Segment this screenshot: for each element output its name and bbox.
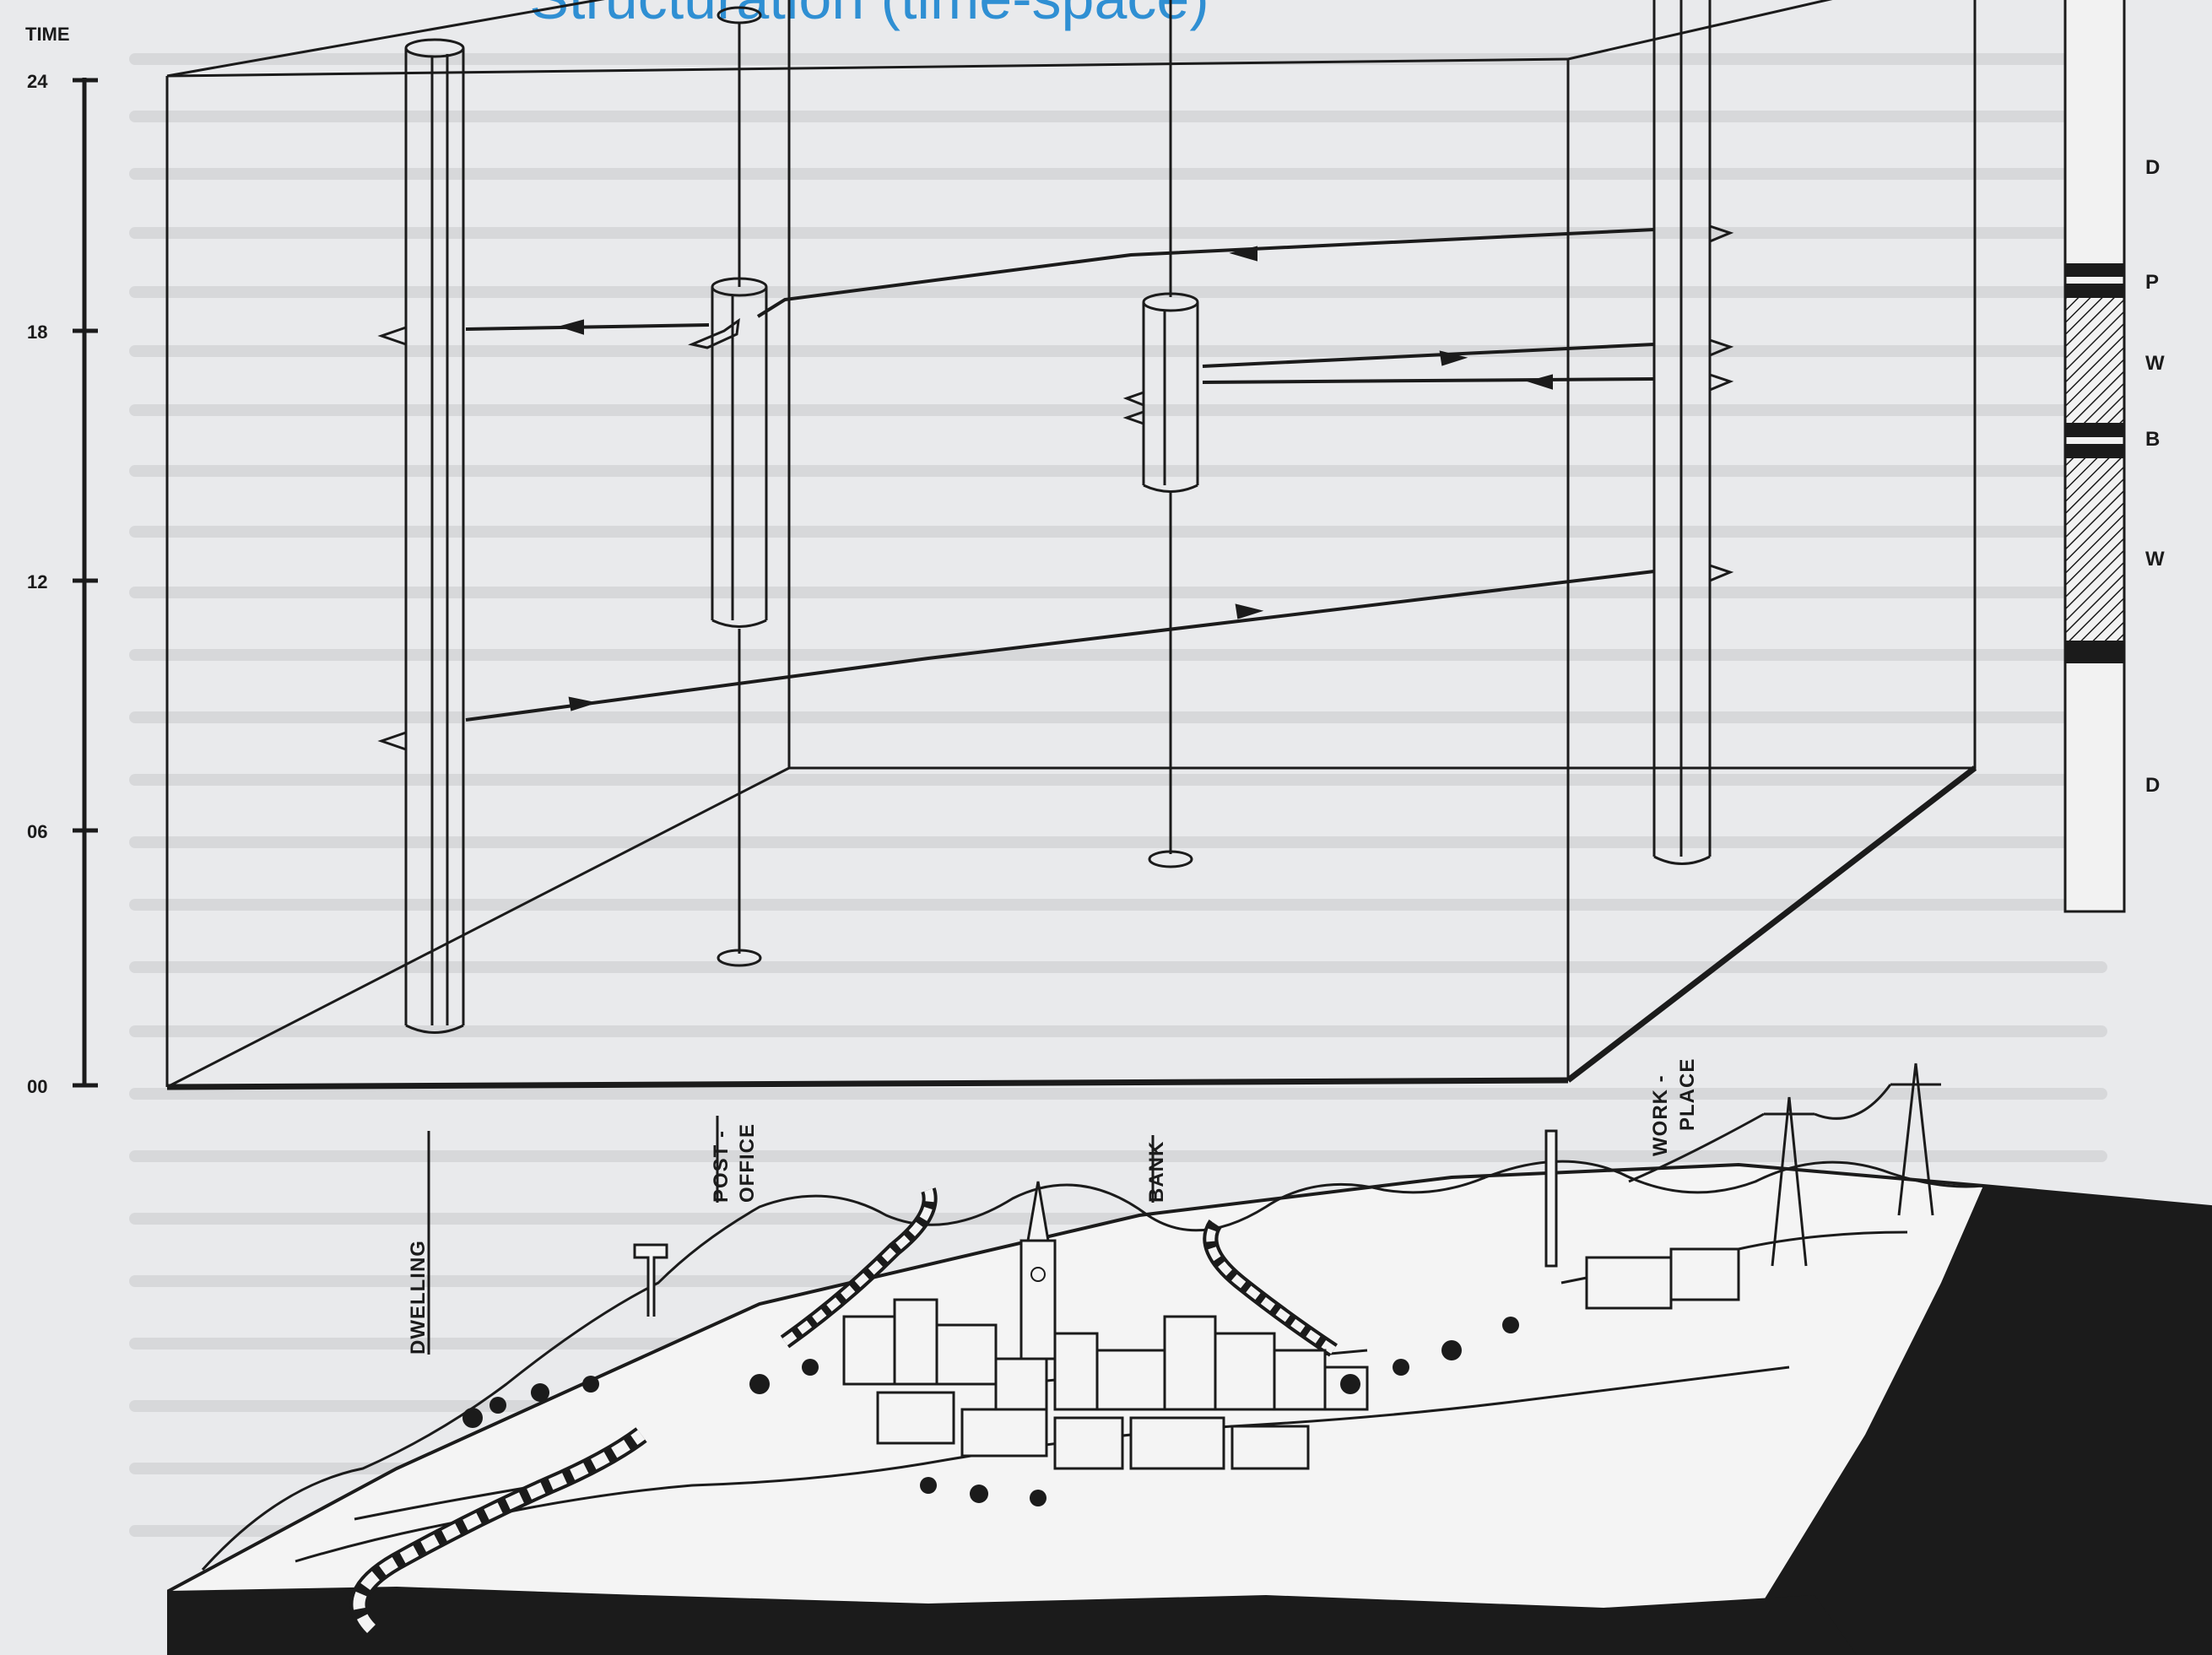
bank-label: BANK xyxy=(1145,1141,1168,1203)
workplace-prism xyxy=(1654,0,1789,864)
time-tick-06: 06 xyxy=(27,821,47,842)
slide-title: Structuration (time-space) xyxy=(529,0,1209,31)
cube-base-edge xyxy=(167,768,1975,1087)
activity-label-d-top: D xyxy=(2145,156,2160,179)
time-tick-24: 24 xyxy=(27,71,48,92)
workplace-label-line2: PLACE xyxy=(1676,1058,1699,1131)
activity-label-p: P xyxy=(2145,271,2159,294)
activity-label-d-bottom: D xyxy=(2145,774,2160,797)
time-axis: TIME 24 18 12 06 00 xyxy=(25,24,98,1097)
time-tick-00: 00 xyxy=(27,1076,47,1097)
post-office-label-line1: POST - xyxy=(710,1130,733,1203)
time-space-cube xyxy=(167,0,1975,1087)
workplace-label-line1: WORK - xyxy=(1649,1074,1672,1156)
activity-label-w-2: W xyxy=(2145,548,2165,571)
post-office-prism xyxy=(692,8,766,965)
daily-activity-bar: D P W B W D xyxy=(2065,0,2165,911)
time-axis-title: TIME xyxy=(25,24,70,45)
activity-label-b: B xyxy=(2145,428,2160,451)
time-tick-12: 12 xyxy=(27,571,47,592)
dwelling-label: DWELLING xyxy=(407,1240,430,1355)
activity-label-w-1: W xyxy=(2145,352,2165,375)
time-tick-18: 18 xyxy=(27,322,47,343)
bank-prism xyxy=(1127,0,1198,867)
post-office-label-line2: OFFICE xyxy=(736,1123,759,1203)
